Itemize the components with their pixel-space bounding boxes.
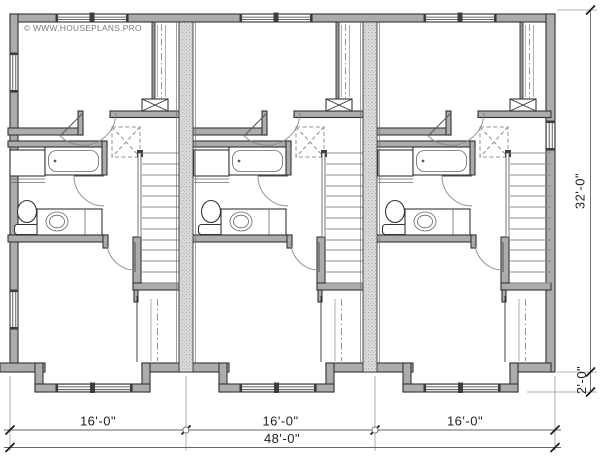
dim-bay-projection: 2'-0" <box>574 366 589 394</box>
right-wall-window <box>546 120 555 151</box>
dim-overall-depth: 32'-0" <box>573 173 588 209</box>
dim-total-width: 48'-0" <box>264 431 300 446</box>
right-dimensions: 32'-0" 2'-0" <box>527 4 597 398</box>
party-wall-1 <box>176 21 196 373</box>
left-wall-window-upper <box>10 52 18 93</box>
party-wall-2 <box>360 21 380 373</box>
dim-unit3-width: 16'-0" <box>447 414 483 429</box>
dim-unit1-width: 16'-0" <box>80 414 116 429</box>
watermark: © WWW.HOUSEPLANS.PRO <box>24 23 142 33</box>
dim-unit2-width: 16'-0" <box>262 414 298 429</box>
bottom-dimensions: 16'-0" 16'-0" 16'-0" 48'-0" <box>4 376 561 453</box>
left-wall-window-lower <box>10 289 18 330</box>
